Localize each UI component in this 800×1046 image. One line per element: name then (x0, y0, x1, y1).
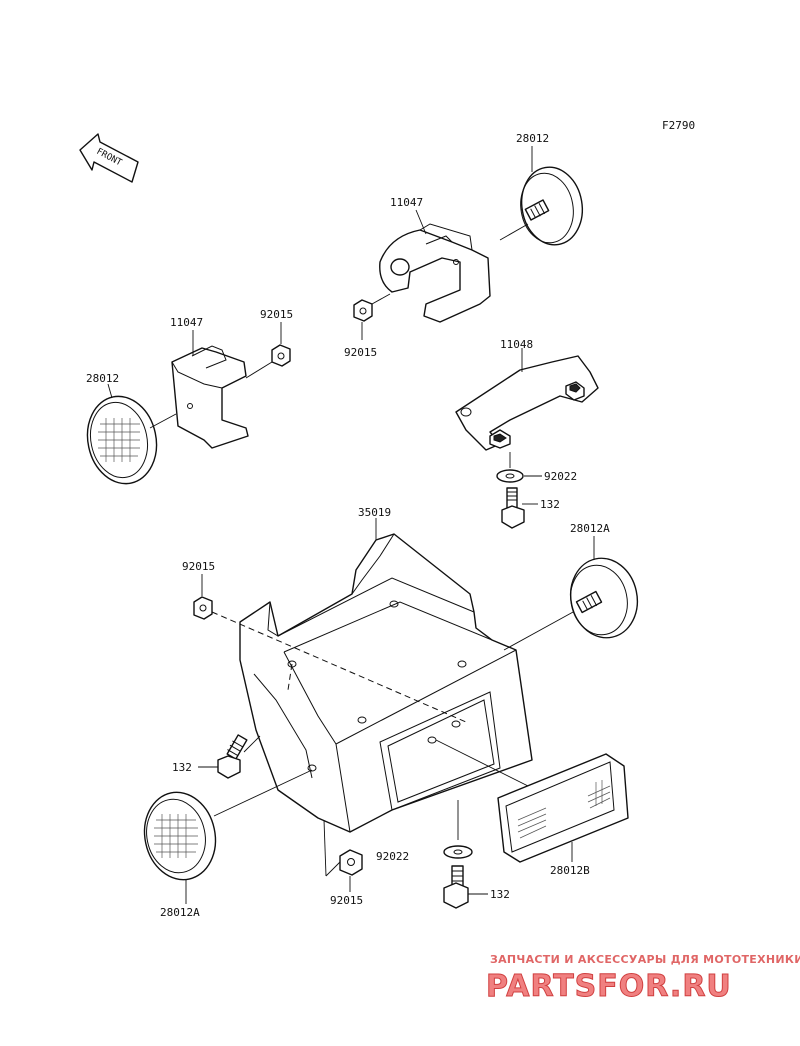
nut-top (353, 299, 373, 322)
figure-code: F2790 (662, 119, 695, 132)
reflector-top (520, 166, 584, 246)
washer-stay (496, 469, 524, 483)
reflector-left (86, 395, 158, 485)
license-plate-bracket (239, 533, 533, 833)
callout-reflector-left: 28012 (86, 372, 119, 385)
callout-bolt-stay: 132 (540, 498, 560, 511)
callout-bolt-left: 132 (172, 761, 192, 774)
stay-bracket (455, 355, 599, 451)
reflector-bottom-left (143, 791, 217, 881)
bracket-left (171, 345, 249, 449)
callout-nut-left: 92015 (260, 308, 293, 321)
watermark-tagline: ЗАПЧАСТИ И АКСЕССУАРЫ ДЛЯ МОТОТЕХНИКИ (490, 953, 800, 966)
watermark-logo-text: PARTSFOR.RU (486, 969, 732, 1004)
callout-reflector-rect: 28012B (550, 864, 590, 877)
nut-mid-left (193, 596, 213, 620)
reflector-right (569, 557, 639, 639)
callout-nut-mid-left: 92015 (182, 560, 215, 573)
callout-reflector-top: 28012 (516, 132, 549, 145)
nut-left (271, 344, 291, 367)
bolt-left (217, 734, 248, 779)
bolt-stay (501, 487, 525, 529)
bracket-top (379, 223, 491, 323)
reflector-rect (497, 753, 629, 863)
watermark-logo: ЗАПЧАСТИ И АКСЕССУАРЫ ДЛЯ МОТОТЕХНИКИ PA… (486, 953, 800, 1005)
callout-washer-bottom: 92022 (376, 850, 409, 863)
callout-bracket-left: 11047 (170, 316, 203, 329)
nut-bottom (339, 849, 363, 876)
callout-plate-bracket: 35019 (358, 506, 391, 519)
callout-stay: 11048 (500, 338, 533, 351)
front-direction-arrow-icon: FRONT (79, 133, 139, 183)
callout-nut-top: 92015 (344, 346, 377, 359)
callout-reflector-bottom-left: 28012A (160, 906, 200, 919)
callout-bolt-bottom: 132 (490, 888, 510, 901)
bolt-bottom (443, 865, 469, 909)
callout-reflector-right: 28012A (570, 522, 610, 535)
callout-bracket-top: 11047 (390, 196, 423, 209)
callout-washer-stay: 92022 (544, 470, 577, 483)
washer-bottom (443, 845, 473, 859)
callout-nut-bottom: 92015 (330, 894, 363, 907)
